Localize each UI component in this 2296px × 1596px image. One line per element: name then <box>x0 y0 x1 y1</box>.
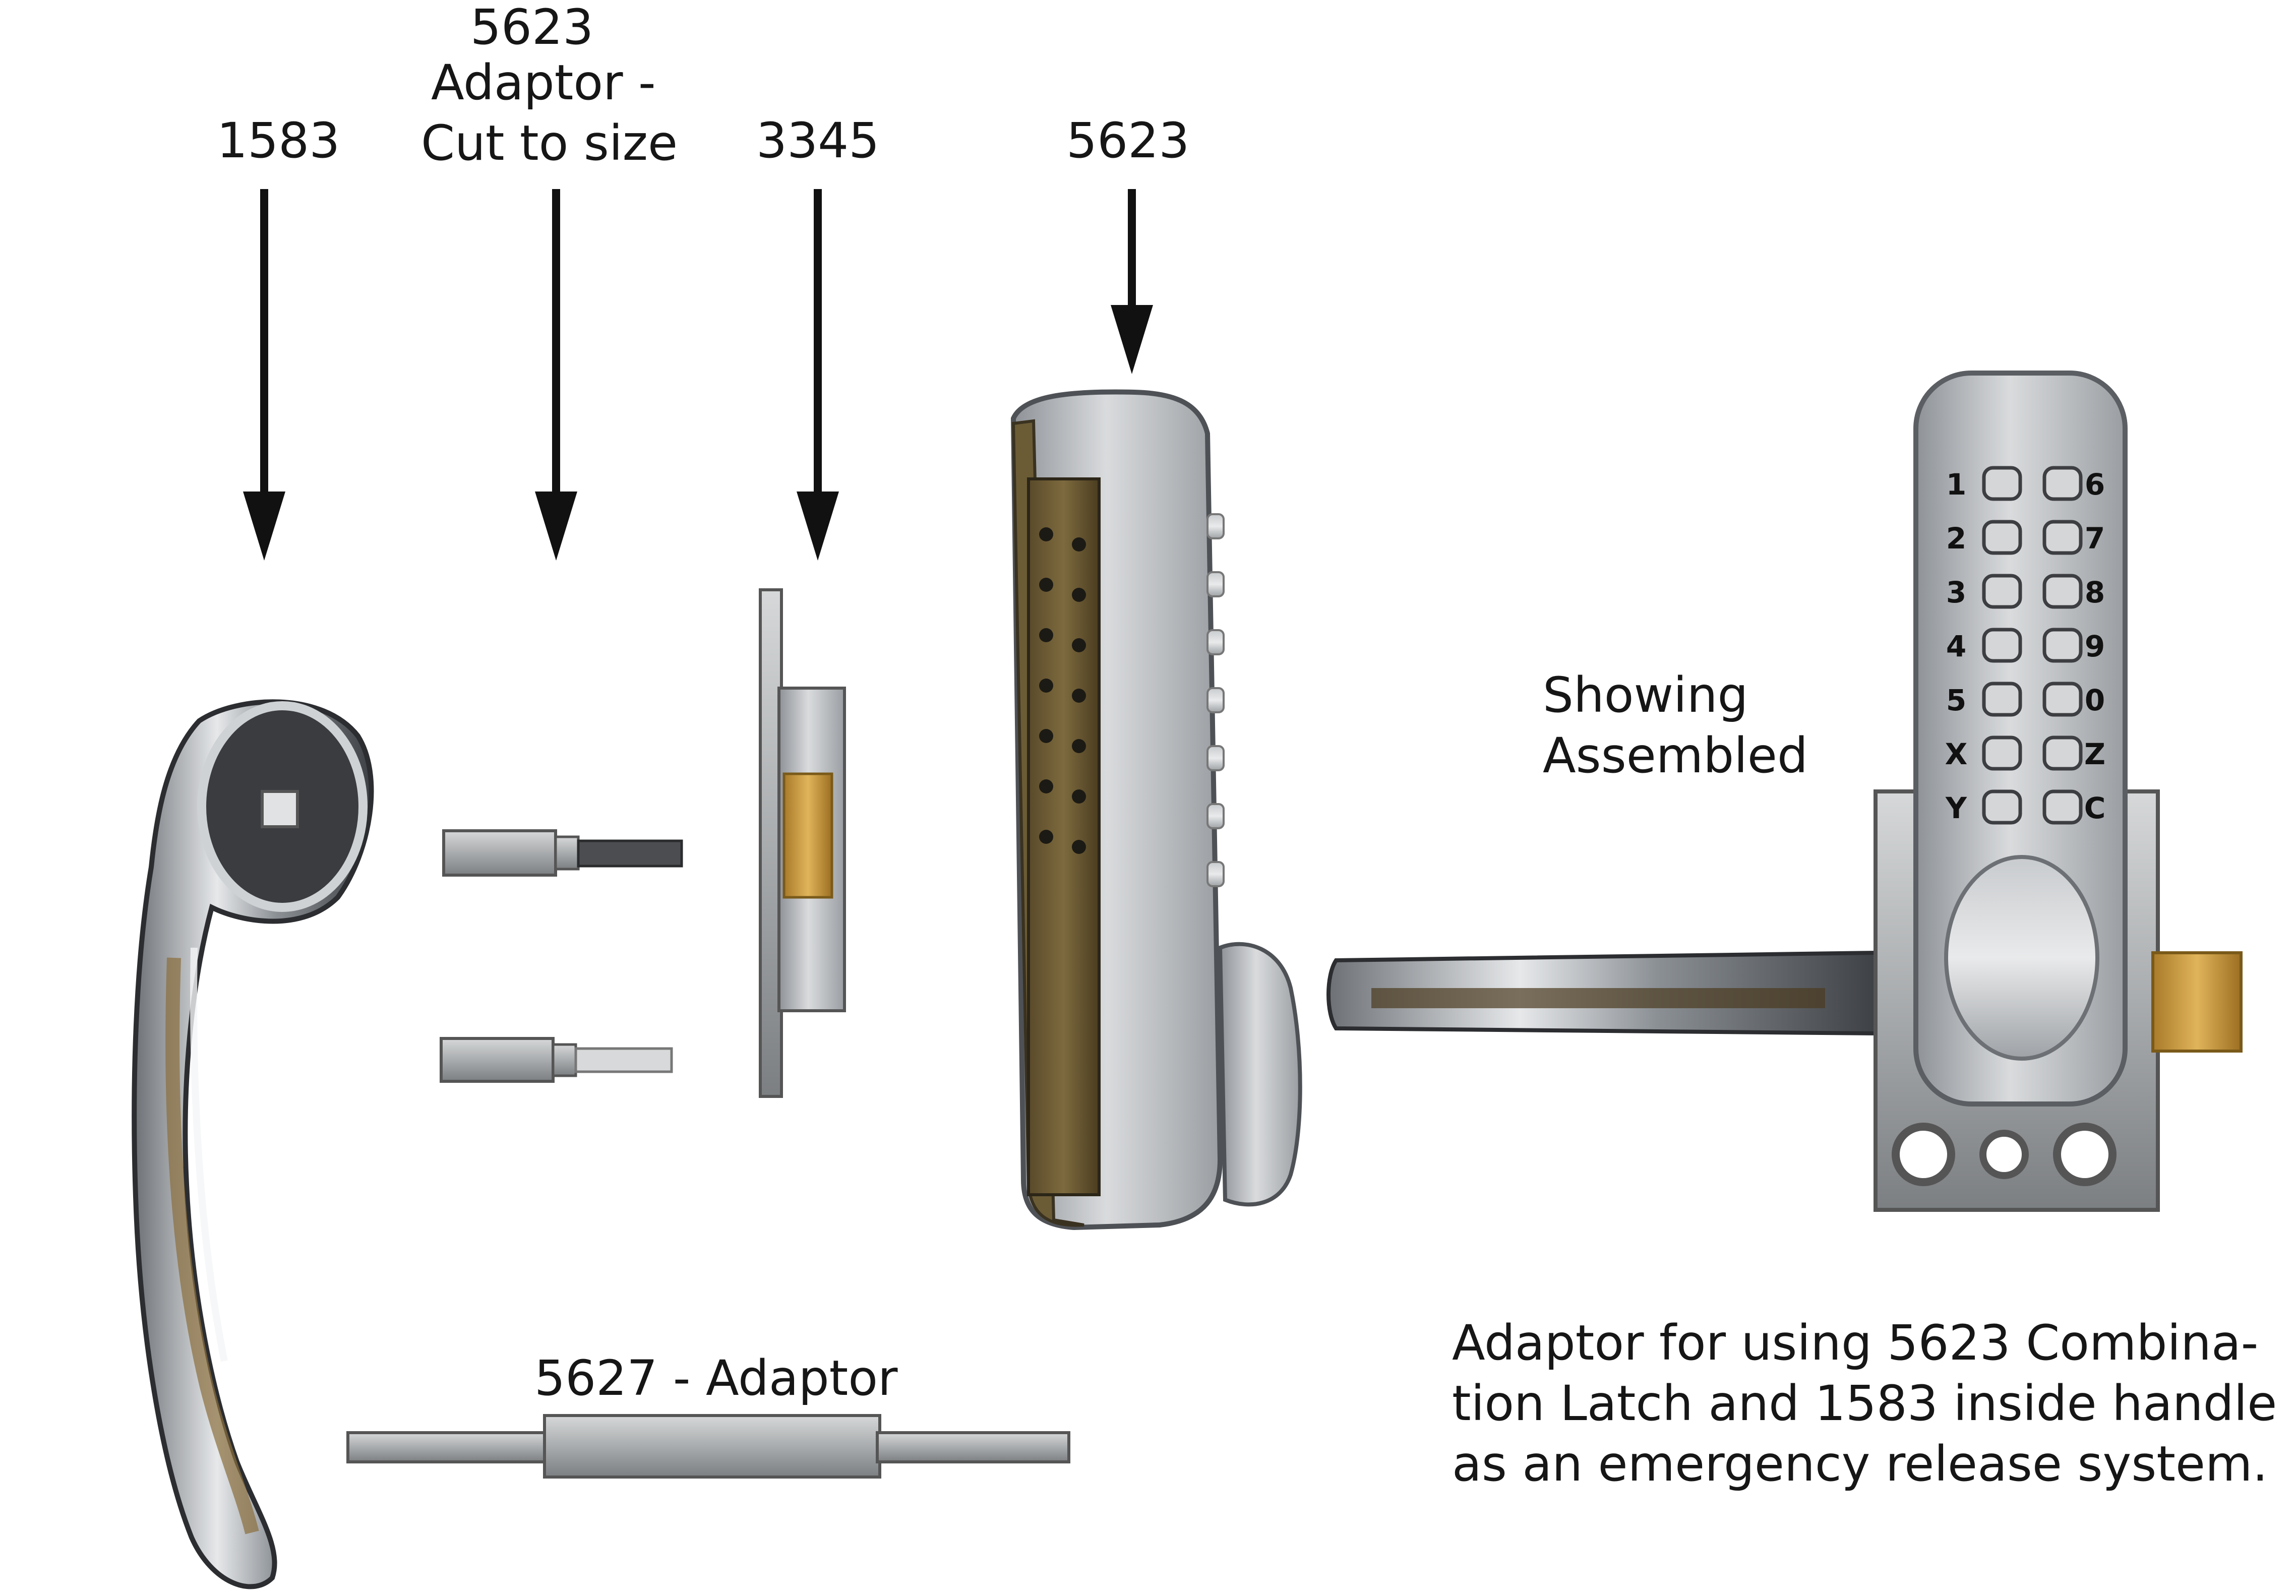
keypad-key-label: 9 <box>2085 629 2105 663</box>
keypad-key-label: Z <box>2084 737 2105 771</box>
keypad-button <box>1982 466 2022 501</box>
adaptor-5623-pieces <box>440 829 683 1083</box>
arrow-5623-lock <box>1111 189 1153 374</box>
arrow-1583 <box>243 189 285 561</box>
keypad-button <box>2042 628 2083 663</box>
keypad-key-label: 1 <box>1946 467 1966 502</box>
keypad-button <box>1982 735 2022 771</box>
caption-line1: Adaptor for using 5623 Combina- <box>1452 1315 2259 1371</box>
label-3345: 3345 <box>756 112 880 169</box>
keypad-key-label: 7 <box>2085 521 2105 556</box>
adaptor-5627 <box>346 1414 1070 1479</box>
keypad-button <box>2042 789 2083 825</box>
keypad-button <box>2042 466 2083 501</box>
keypad-button <box>2042 520 2083 555</box>
keypad-button <box>2042 574 2083 609</box>
arrow-5623-adaptor <box>535 189 577 561</box>
label-5623-adaptor-line2: Adaptor - <box>431 54 656 111</box>
lock-5623-body <box>1010 389 1302 1231</box>
keypad-key-label: 6 <box>2085 467 2105 502</box>
keypad-key-label: 2 <box>1946 521 1966 556</box>
keypad-button <box>1982 574 2022 609</box>
arrow-3345 <box>797 189 839 561</box>
handle-1583 <box>132 699 374 1589</box>
label-showing-assembled-line1: Showing <box>1543 667 1748 723</box>
label-5627-adaptor: 5627 - Adaptor <box>534 1350 898 1406</box>
keypad-key-label: X <box>1945 737 1968 771</box>
caption-line3: as an emergency release system. <box>1452 1436 2268 1492</box>
keypad-key-label: C <box>2084 791 2106 825</box>
caption-line2: tion Latch and 1583 inside handle <box>1452 1375 2277 1432</box>
keypad-button <box>1982 628 2022 663</box>
keypad-key-label: 4 <box>1946 629 1966 663</box>
keypad-button <box>1982 682 2022 717</box>
keypad-button <box>2042 682 2083 717</box>
label-showing-assembled-line2: Assembled <box>1543 727 1808 784</box>
keypad-key-label: 3 <box>1946 575 1966 609</box>
keypad-button <box>1982 520 2022 555</box>
label-5623-lock: 5623 <box>1066 112 1190 169</box>
keypad-button <box>2042 735 2083 771</box>
arrows <box>243 189 1153 561</box>
latch-3345 <box>759 588 846 1098</box>
keypad: 1 2 3 4 5XY 6 7 8 9 0ZC <box>1945 466 2106 825</box>
keypad-key-label: Y <box>1945 791 1967 825</box>
keypad-key-label: 0 <box>2085 683 2105 717</box>
keypad-button <box>1982 789 2022 825</box>
label-5623-adaptor-line3: Cut to size <box>421 115 678 171</box>
label-5623-adaptor-line1: 5623 <box>470 0 594 55</box>
keypad-key-label: 5 <box>1946 683 1966 717</box>
keypad-key-label: 8 <box>2085 575 2105 609</box>
label-1583: 1583 <box>217 112 340 169</box>
